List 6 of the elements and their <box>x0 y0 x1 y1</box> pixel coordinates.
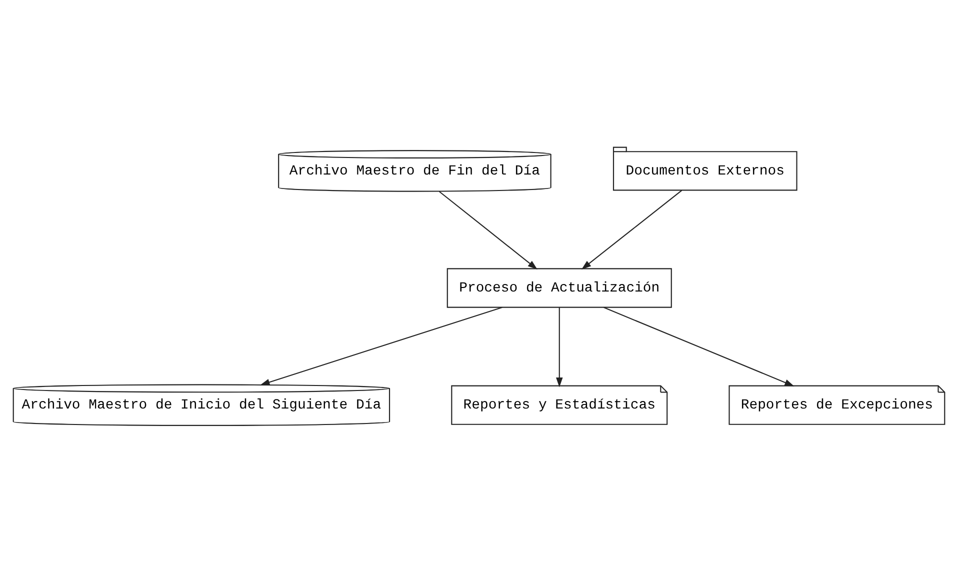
arrow <box>603 306 794 386</box>
arrow <box>260 306 502 385</box>
arrow <box>556 307 563 387</box>
arrow <box>581 190 682 269</box>
node-box: Proceso de Actualización <box>446 268 672 308</box>
arrow <box>438 190 538 269</box>
